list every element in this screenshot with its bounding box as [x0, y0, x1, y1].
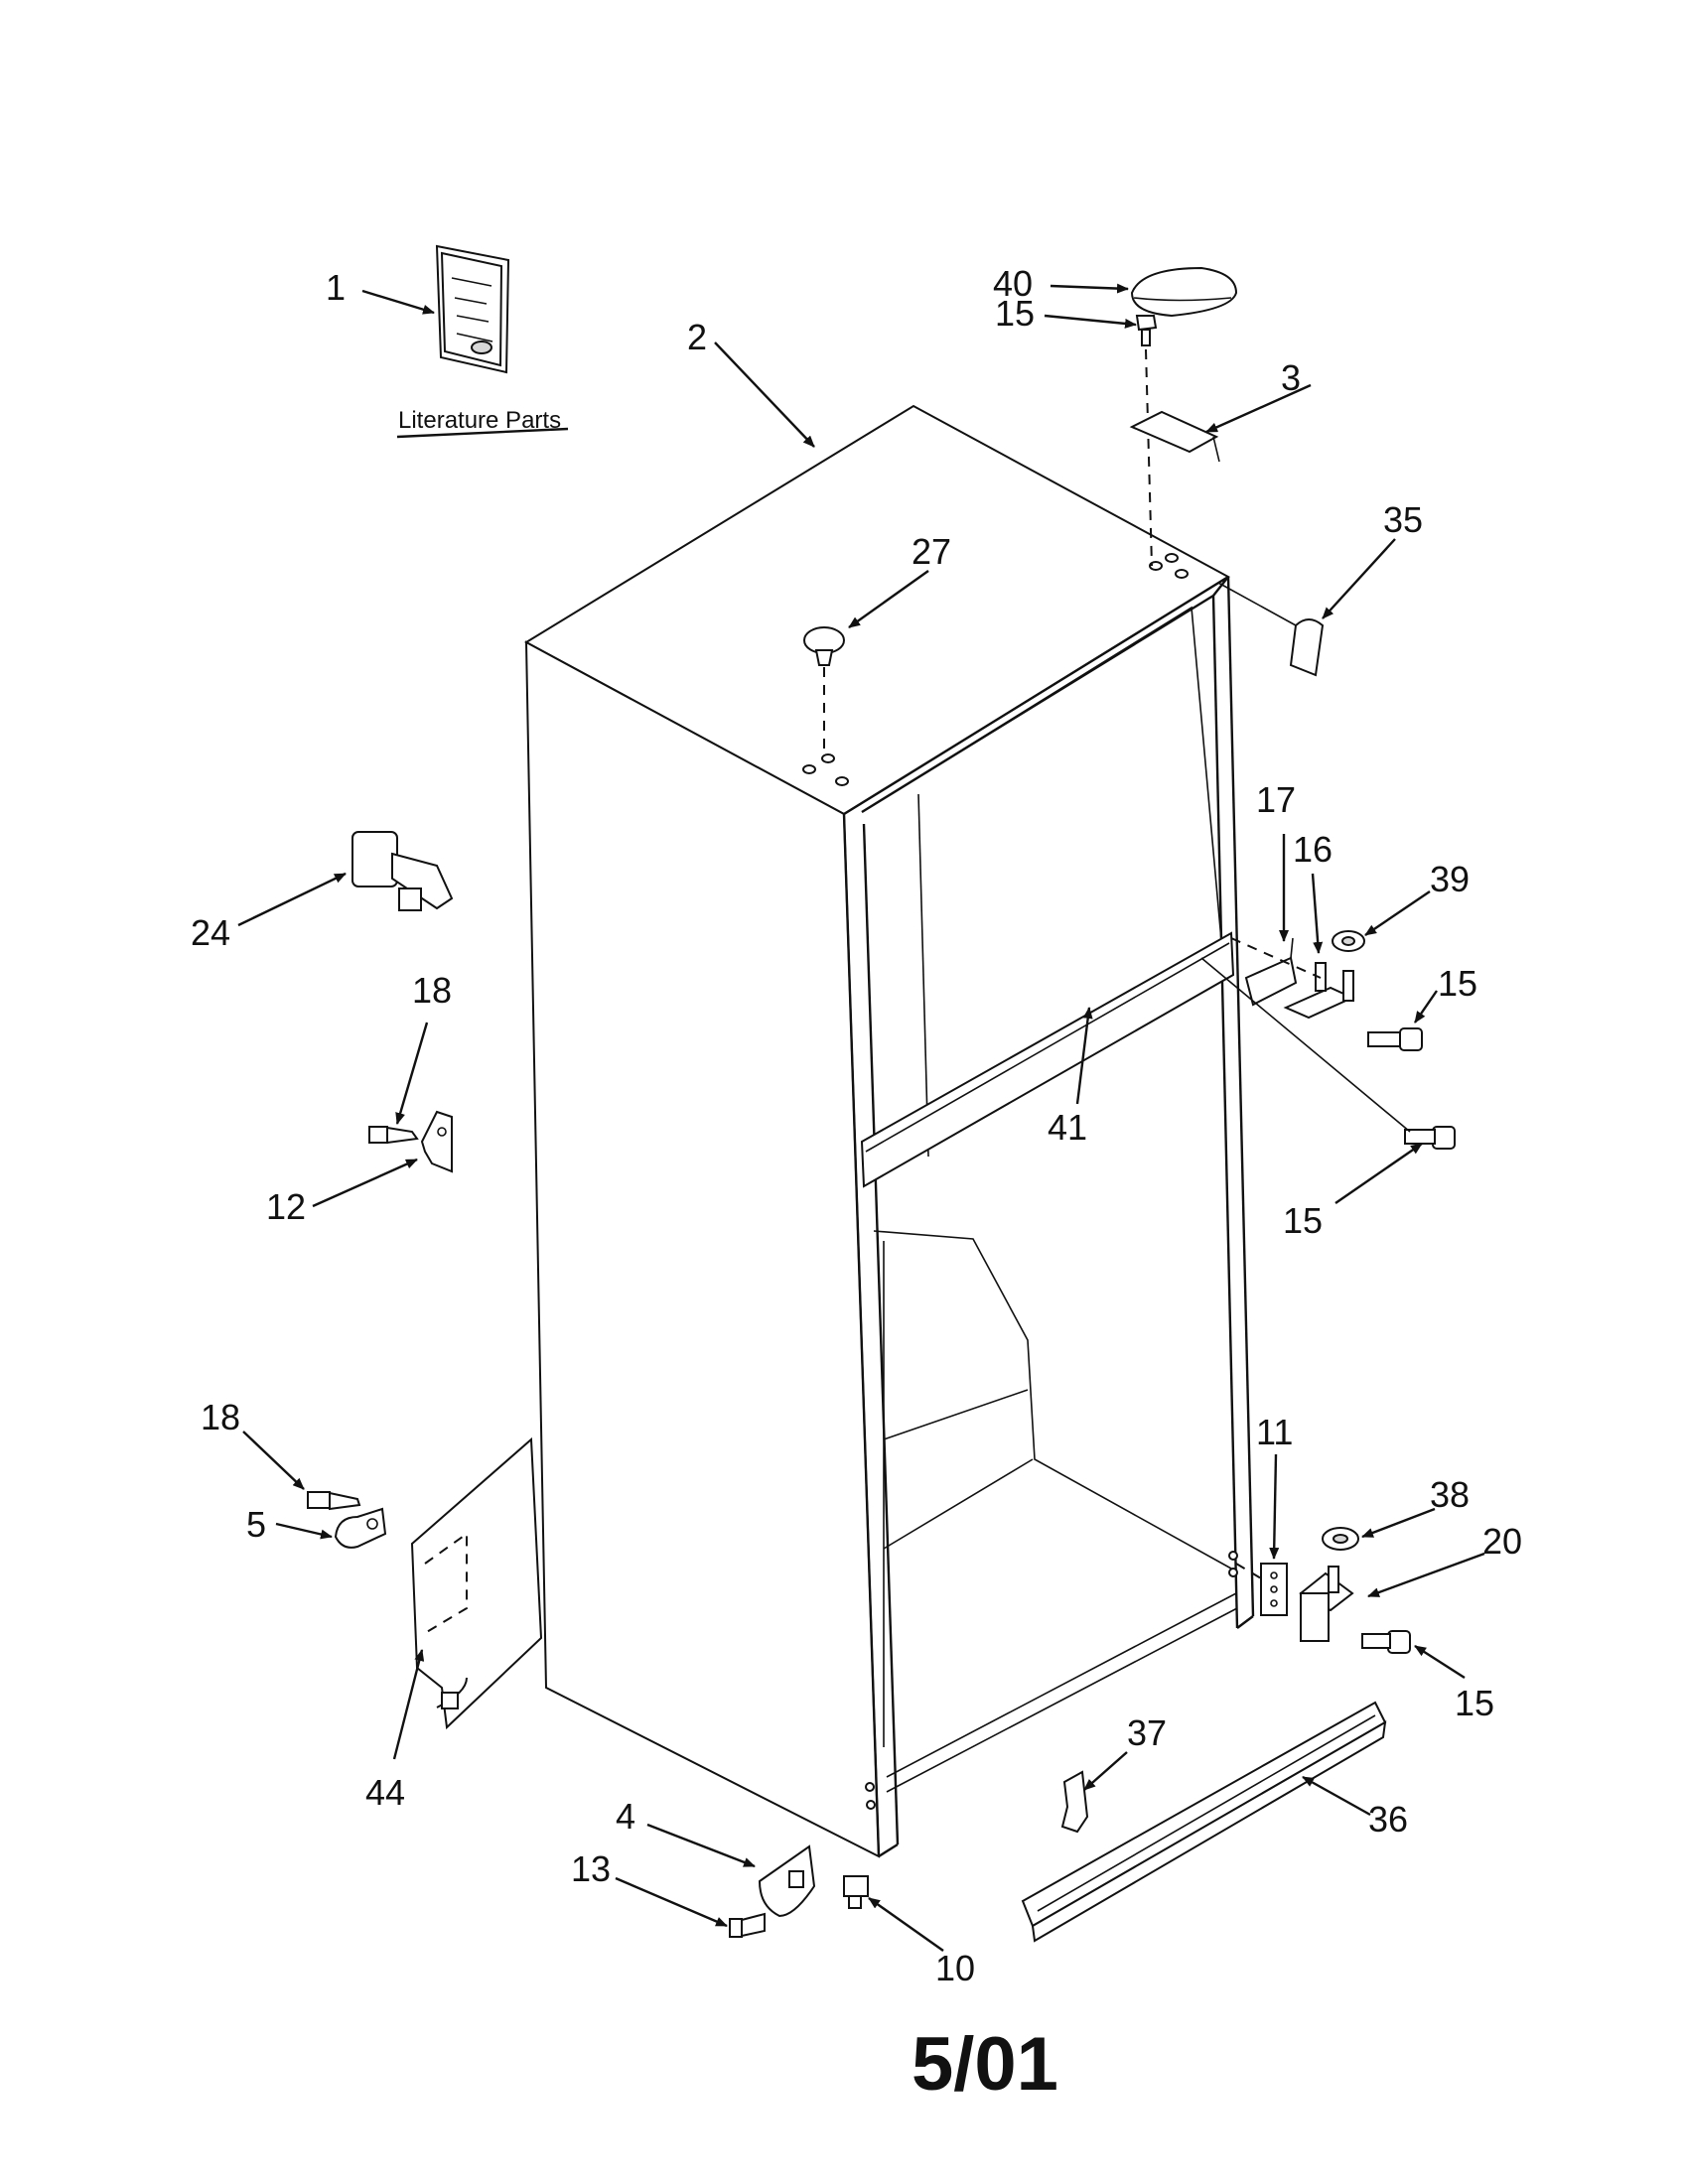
callout-11: 11 [1256, 1412, 1293, 1452]
literature-caption: Literature Parts [398, 407, 561, 434]
callout-20: 20 [1482, 1521, 1522, 1562]
grille-clip-part [1060, 1770, 1089, 1834]
literature-booklet-icon [435, 244, 510, 374]
callout-41: 41 [1048, 1107, 1087, 1148]
lower-hinge-part [758, 1844, 816, 1918]
center-hinge-part [1283, 962, 1355, 1020]
callout-15-side: 15 [1283, 1200, 1323, 1241]
callout-24: 24 [191, 912, 230, 953]
refrigerator-cabinet [523, 404, 1255, 1858]
side-screw-part [1404, 1126, 1456, 1150]
callout-36: 36 [1368, 1799, 1408, 1840]
washer-part [1332, 930, 1365, 952]
cord-clamp-part [334, 1507, 387, 1549]
center-hinge-bracket-part [1244, 937, 1298, 1007]
hinge-cover-part [1130, 266, 1238, 318]
callout-18-lower: 18 [201, 1397, 240, 1437]
callout-15-lower: 15 [1455, 1683, 1494, 1723]
top-hinge-part [1129, 410, 1220, 463]
callout-labels: 1 2 3 40 15 35 27 24 18 12 18 5 44 4 13 … [191, 263, 1522, 1988]
callout-5: 5 [246, 1504, 266, 1545]
callout-10: 10 [935, 1948, 975, 1988]
callout-3: 3 [1281, 357, 1301, 398]
callout-12: 12 [266, 1186, 306, 1227]
lower-washer-part [1322, 1527, 1359, 1551]
door-stop-part [351, 831, 454, 911]
lower-shim-part [1260, 1563, 1288, 1616]
hinge-pin-cover-part [1289, 618, 1325, 677]
lower-hinge-bracket-part [1299, 1566, 1354, 1642]
callout-15-top: 15 [995, 293, 1035, 334]
hinge-screw-part [843, 1875, 869, 1909]
callout-18-upper: 18 [412, 970, 452, 1011]
callout-15-mid: 15 [1438, 963, 1477, 1004]
screw-guide-line [1145, 348, 1153, 567]
leader-arrows [237, 283, 1485, 1952]
callout-38: 38 [1430, 1474, 1470, 1515]
upper-screw-part [368, 1126, 419, 1145]
callout-13: 13 [571, 1848, 611, 1889]
callout-37: 37 [1127, 1712, 1167, 1753]
literature-underline [396, 427, 569, 439]
callout-2: 2 [687, 317, 707, 357]
center-screw-part [1367, 1027, 1423, 1051]
callout-16: 16 [1293, 829, 1333, 870]
callout-40: 40 [993, 263, 1033, 304]
lower-screw-part [307, 1491, 361, 1511]
top-plug-part [803, 626, 845, 666]
callout-39: 39 [1430, 859, 1470, 899]
callout-27: 27 [912, 531, 951, 572]
callout-1: 1 [326, 267, 346, 308]
top-screw-part [1135, 315, 1158, 346]
callout-44: 44 [365, 1772, 405, 1813]
callout-4: 4 [616, 1796, 635, 1837]
date-code: 5/01 [912, 2022, 1058, 2107]
callout-35: 35 [1383, 499, 1423, 540]
side-panel-part [410, 1436, 543, 1730]
lower-screw-right-part [1361, 1630, 1411, 1654]
toe-grille-part [1021, 1701, 1387, 1943]
upper-clip-part [420, 1110, 453, 1173]
callout-17: 17 [1256, 779, 1296, 820]
hinge-pin-part [729, 1912, 766, 1938]
